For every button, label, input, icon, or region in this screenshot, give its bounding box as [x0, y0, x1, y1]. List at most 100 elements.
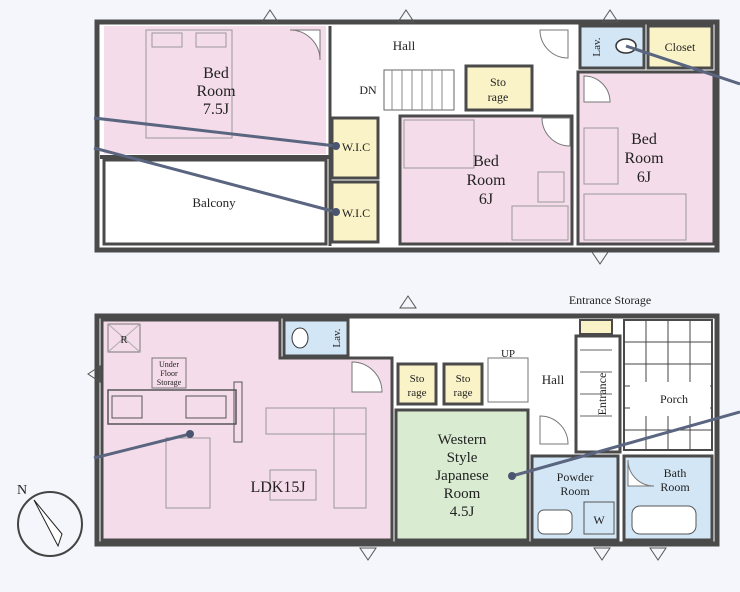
bedroom-main-label-3: 7.5J [203, 101, 229, 118]
bedroom-main-label-2: Room [196, 83, 236, 100]
leader-dot [332, 142, 340, 150]
door-swing [351, 361, 383, 393]
basin-icon [537, 509, 573, 535]
pillow [151, 32, 183, 48]
desk [511, 205, 569, 241]
bedroom-mid-label-3: 6J [479, 191, 493, 208]
bed-east [583, 193, 687, 241]
storage-ground-2 [442, 362, 484, 406]
wic1-label: W.I.C [342, 140, 370, 154]
door-swing [583, 75, 611, 103]
entrance-label: Entrance [595, 373, 609, 416]
japanese-label-2: Style [447, 450, 478, 466]
bedroom-mid-label-2: Room [466, 172, 506, 189]
wic2-label: W.I.C [342, 206, 370, 220]
leader-line [93, 146, 337, 214]
bathtub-icon [631, 505, 697, 535]
under-floor-box [151, 357, 187, 389]
w-label: W [593, 513, 605, 527]
closet [646, 24, 714, 70]
sofa [333, 407, 367, 509]
kitchen-counter [107, 389, 237, 425]
r-label: R [120, 334, 128, 346]
washer-box [583, 501, 615, 535]
bedroom-mid-label-1: Bed [473, 153, 499, 170]
under-floor-label-2: Floor [160, 369, 178, 378]
door-swing [289, 29, 321, 61]
bedroom-main-label-1: Bed [203, 65, 229, 82]
storage-upper-label-2: rage [488, 90, 509, 104]
window-mark [399, 295, 417, 309]
stove-icon [111, 395, 143, 419]
desk [583, 127, 619, 185]
stairs-upper [383, 69, 455, 111]
japanese-label-5: 4.5J [450, 504, 475, 520]
bed-main [145, 29, 233, 139]
powder-label-2: Room [560, 484, 590, 498]
storage-upper [464, 64, 534, 112]
storage-ground-2-label-2: rage [454, 387, 473, 399]
window-mark [397, 9, 415, 23]
japanese-room [394, 408, 530, 542]
door-swing [541, 117, 571, 147]
lav-upper-label: Lav. [591, 37, 603, 56]
window-mark [87, 365, 101, 383]
chair [537, 171, 565, 203]
toilet-icon [291, 327, 309, 349]
door-swing [627, 459, 655, 487]
wic-1 [330, 116, 380, 180]
bedroom-east-label-3: 6J [637, 169, 651, 186]
window-mark [601, 9, 619, 23]
hall-upper-label: Hall [393, 38, 416, 53]
dn-label: DN [359, 83, 377, 97]
window-mark [591, 251, 609, 265]
sink-icon [185, 395, 227, 419]
pillow [195, 32, 227, 48]
window-mark [359, 547, 377, 561]
leader-dot [332, 208, 340, 216]
up-label: UP [501, 348, 515, 360]
bath-label-2: Room [660, 480, 690, 494]
leader-line [625, 44, 740, 86]
closet-label: Closet [665, 40, 696, 54]
ldk [100, 318, 394, 542]
under-floor-label-3: Storage [157, 378, 182, 387]
compass-north-label: N [17, 483, 27, 498]
entrance-storage-label: Entrance Storage [569, 293, 651, 307]
japanese-label-3: Japanese [435, 468, 489, 484]
upper-floor: Bed Room 7.5J Hall DN Sto rage Lav. Clos… [93, 9, 740, 265]
leader-line [93, 116, 337, 148]
bed-mid [403, 119, 475, 169]
storage-ground-1-label-1: Sto [410, 373, 425, 385]
lav-ground-label: Lav. [331, 328, 343, 347]
ldk-label: LDK15J [250, 479, 305, 496]
leader-line [93, 432, 191, 460]
ground-floor: Entrance Storage R Under Floor Storage L… [87, 293, 740, 561]
bedroom-mid [398, 114, 574, 246]
balcony-label: Balcony [192, 195, 236, 210]
counter-end [233, 381, 243, 443]
coffee-table [269, 469, 317, 501]
dining-table [165, 437, 211, 509]
storage-ground-1-label-2: rage [408, 387, 427, 399]
bedroom-east-label-1: Bed [631, 131, 657, 148]
porch-tiles [623, 319, 713, 451]
entrance-storage-tiles [579, 319, 613, 417]
storage-ground-2-label-1: Sto [456, 373, 471, 385]
storage-upper-label-1: Sto [490, 75, 506, 89]
bedroom-east-label-2: Room [624, 150, 664, 167]
powder-label-1: Powder [557, 470, 594, 484]
leader-line [511, 410, 740, 478]
japanese-label-4: Room [444, 486, 481, 502]
window-mark [649, 547, 667, 561]
balcony [102, 158, 328, 246]
storage-ground-1 [396, 362, 438, 406]
door-swing [539, 415, 569, 445]
leader-dot [508, 472, 516, 480]
door-swing [539, 29, 569, 59]
stairs-ground [487, 357, 529, 403]
window-mark [261, 9, 279, 23]
bath-label-1: Bath [664, 466, 687, 480]
porch-label: Porch [660, 392, 688, 406]
